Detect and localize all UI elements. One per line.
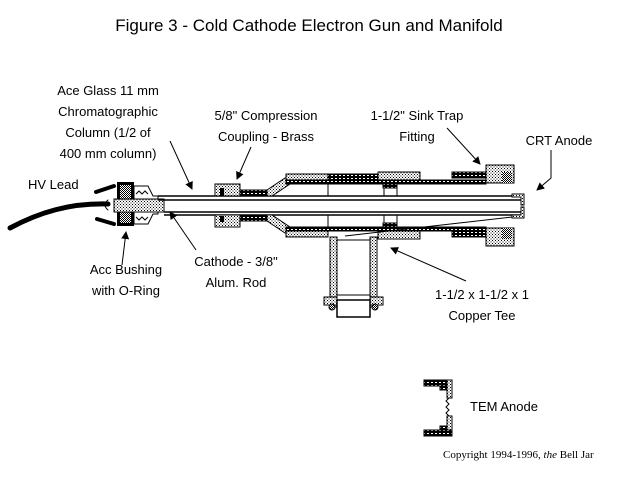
label-line: Acc Bushing — [89, 262, 163, 277]
arrow-copper-tee — [390, 247, 467, 282]
sink-trap-nut — [485, 164, 515, 247]
label-line: Ace Glass 11 mm — [57, 83, 159, 98]
label-line: with O-Ring — [92, 283, 160, 298]
arrow-crt-anode — [536, 150, 552, 191]
copyright-prefix: Copyright 1994-1996, — [443, 449, 544, 461]
label-line: Copper Tee — [448, 308, 516, 323]
arrow-compression — [236, 146, 252, 180]
copyright-italic: the — [543, 449, 557, 461]
copper-tee — [323, 236, 384, 318]
glass-column — [158, 195, 523, 216]
label-ace-glass-column: Ace Glass 11 mm Chromatographic Column (… — [48, 80, 168, 164]
label-line: 1-1/2" Sink Trap — [370, 108, 464, 123]
arrow-ace-glass — [169, 140, 193, 190]
label-line: 5/8" Compression — [214, 108, 318, 123]
label-copper-tee: 1-1/2 x 1-1/2 x 1 Copper Tee — [422, 284, 542, 326]
leader-arrows — [121, 127, 552, 282]
arrow-cathode — [169, 211, 197, 251]
figure-title: Figure 3 - Cold Cathode Electron Gun and… — [115, 16, 503, 35]
label-hv-lead: HV Lead — [28, 177, 79, 192]
label-sink-trap-fitting: 1-1/2" Sink Trap Fitting — [362, 105, 472, 147]
manifold-pipe — [266, 171, 491, 240]
label-line: 400 mm column) — [59, 146, 157, 161]
label-crt-anode: CRT Anode — [525, 133, 593, 148]
copyright-notice: Copyright 1994-1996, the Bell Jar — [443, 449, 594, 461]
label-compression-coupling: 5/8" Compression Coupling - Brass — [206, 105, 326, 147]
label-acc-bushing: Acc Bushing with O-Ring — [78, 259, 174, 301]
arrow-bushing — [121, 231, 130, 266]
tem-anode-shape — [423, 379, 453, 437]
spacer-ring — [382, 183, 398, 228]
label-tem-anode: TEM Anode — [470, 399, 538, 414]
label-line: Coupling - Brass — [217, 129, 315, 144]
compression-coupling — [214, 183, 268, 228]
arrow-sink-trap — [446, 127, 481, 165]
label-line: Alum. Rod — [205, 275, 267, 290]
label-cathode-rod: Cathode - 3/8" Alum. Rod — [186, 251, 286, 293]
cathode-rod — [113, 198, 165, 213]
label-line: Fitting — [399, 129, 435, 144]
label-line: 1-1/2 x 1-1/2 x 1 — [435, 287, 529, 302]
label-line: Chromatographic — [58, 104, 158, 119]
crt-anode — [344, 193, 525, 237]
label-line: Column (1/2 of — [65, 125, 151, 140]
copyright-suffix: Bell Jar — [556, 449, 594, 461]
label-line: Cathode - 3/8" — [194, 254, 278, 269]
hv-lead-cable — [7, 184, 116, 231]
